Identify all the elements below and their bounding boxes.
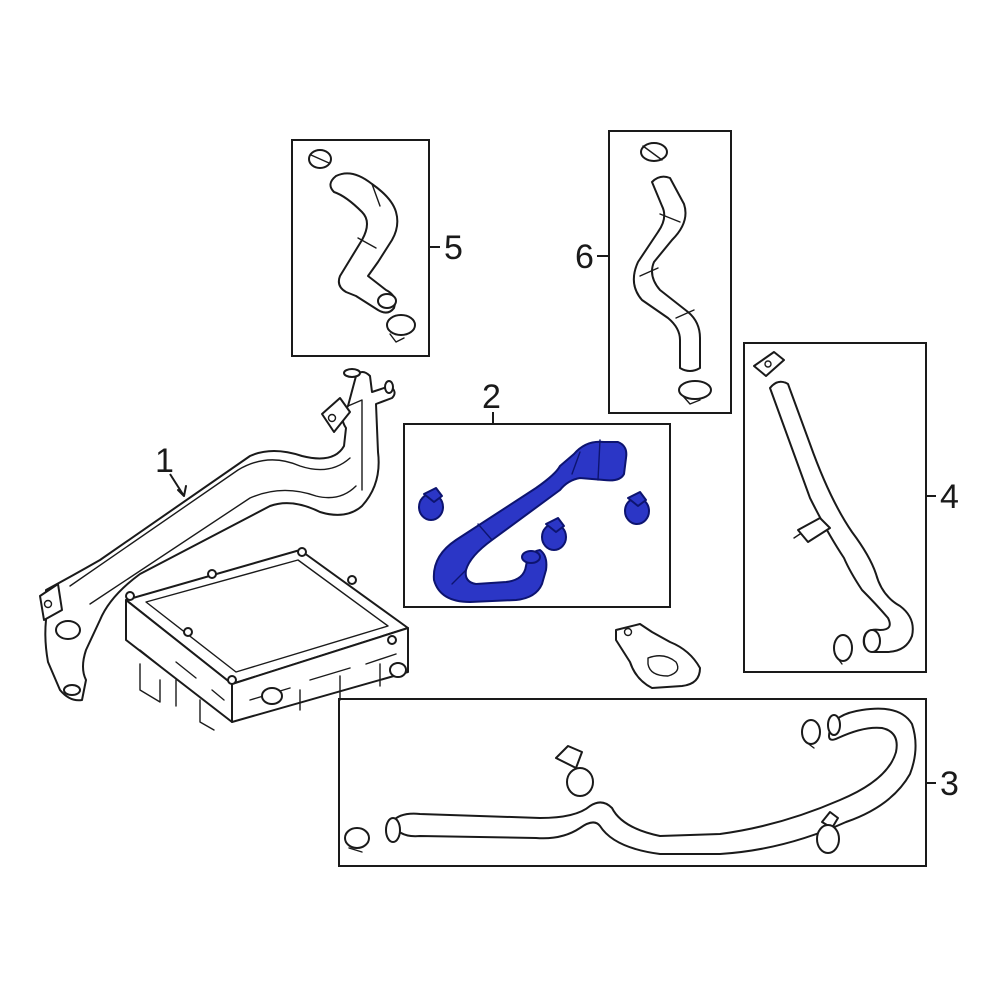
callout-2: 2 [482, 378, 501, 416]
part-4-clamp [833, 634, 853, 665]
callout-1: 1 [155, 442, 174, 480]
part-2-clamp-middle [541, 517, 567, 551]
part-6-group[interactable]: 6 [575, 130, 732, 414]
part-6-clamp-bottom [678, 380, 712, 405]
part-3-group[interactable]: 3 [338, 698, 959, 867]
part-1-tube-assembly [44, 371, 396, 702]
part-4-clip-top [753, 351, 785, 377]
part-6-clamp-top [640, 142, 668, 162]
callout-4: 4 [940, 478, 959, 516]
part-2-box [403, 423, 671, 608]
part-6-box [608, 130, 732, 414]
part-3-clamp-bottom-right [816, 811, 840, 854]
part-6-hose [632, 175, 701, 372]
part-1-group[interactable]: 1 [39, 368, 396, 702]
part-2-hose [432, 440, 628, 603]
callout-6: 6 [575, 238, 594, 276]
control-module [125, 547, 409, 731]
part-5-clamp-top [308, 149, 332, 169]
part-2-clamp-left [418, 487, 444, 521]
part-4-box [743, 342, 927, 673]
part-4-connector [793, 517, 831, 543]
part-4-group[interactable]: 4 [743, 342, 959, 673]
callout-3: 3 [940, 765, 959, 803]
bracket [615, 623, 701, 689]
part-5-hose [329, 172, 399, 314]
part-2-clamp-right [624, 491, 650, 525]
callout-5: 5 [444, 229, 463, 267]
part-2-group[interactable]: 2 [403, 378, 671, 608]
part-5-group[interactable]: 5 [291, 139, 463, 357]
part-5-clamp-bottom [386, 314, 416, 343]
part-3-clamp-top [555, 745, 594, 797]
part-3-clamp-left [344, 827, 370, 853]
part-4-hose [769, 380, 914, 653]
part-3-clamp-top-right [801, 719, 821, 749]
